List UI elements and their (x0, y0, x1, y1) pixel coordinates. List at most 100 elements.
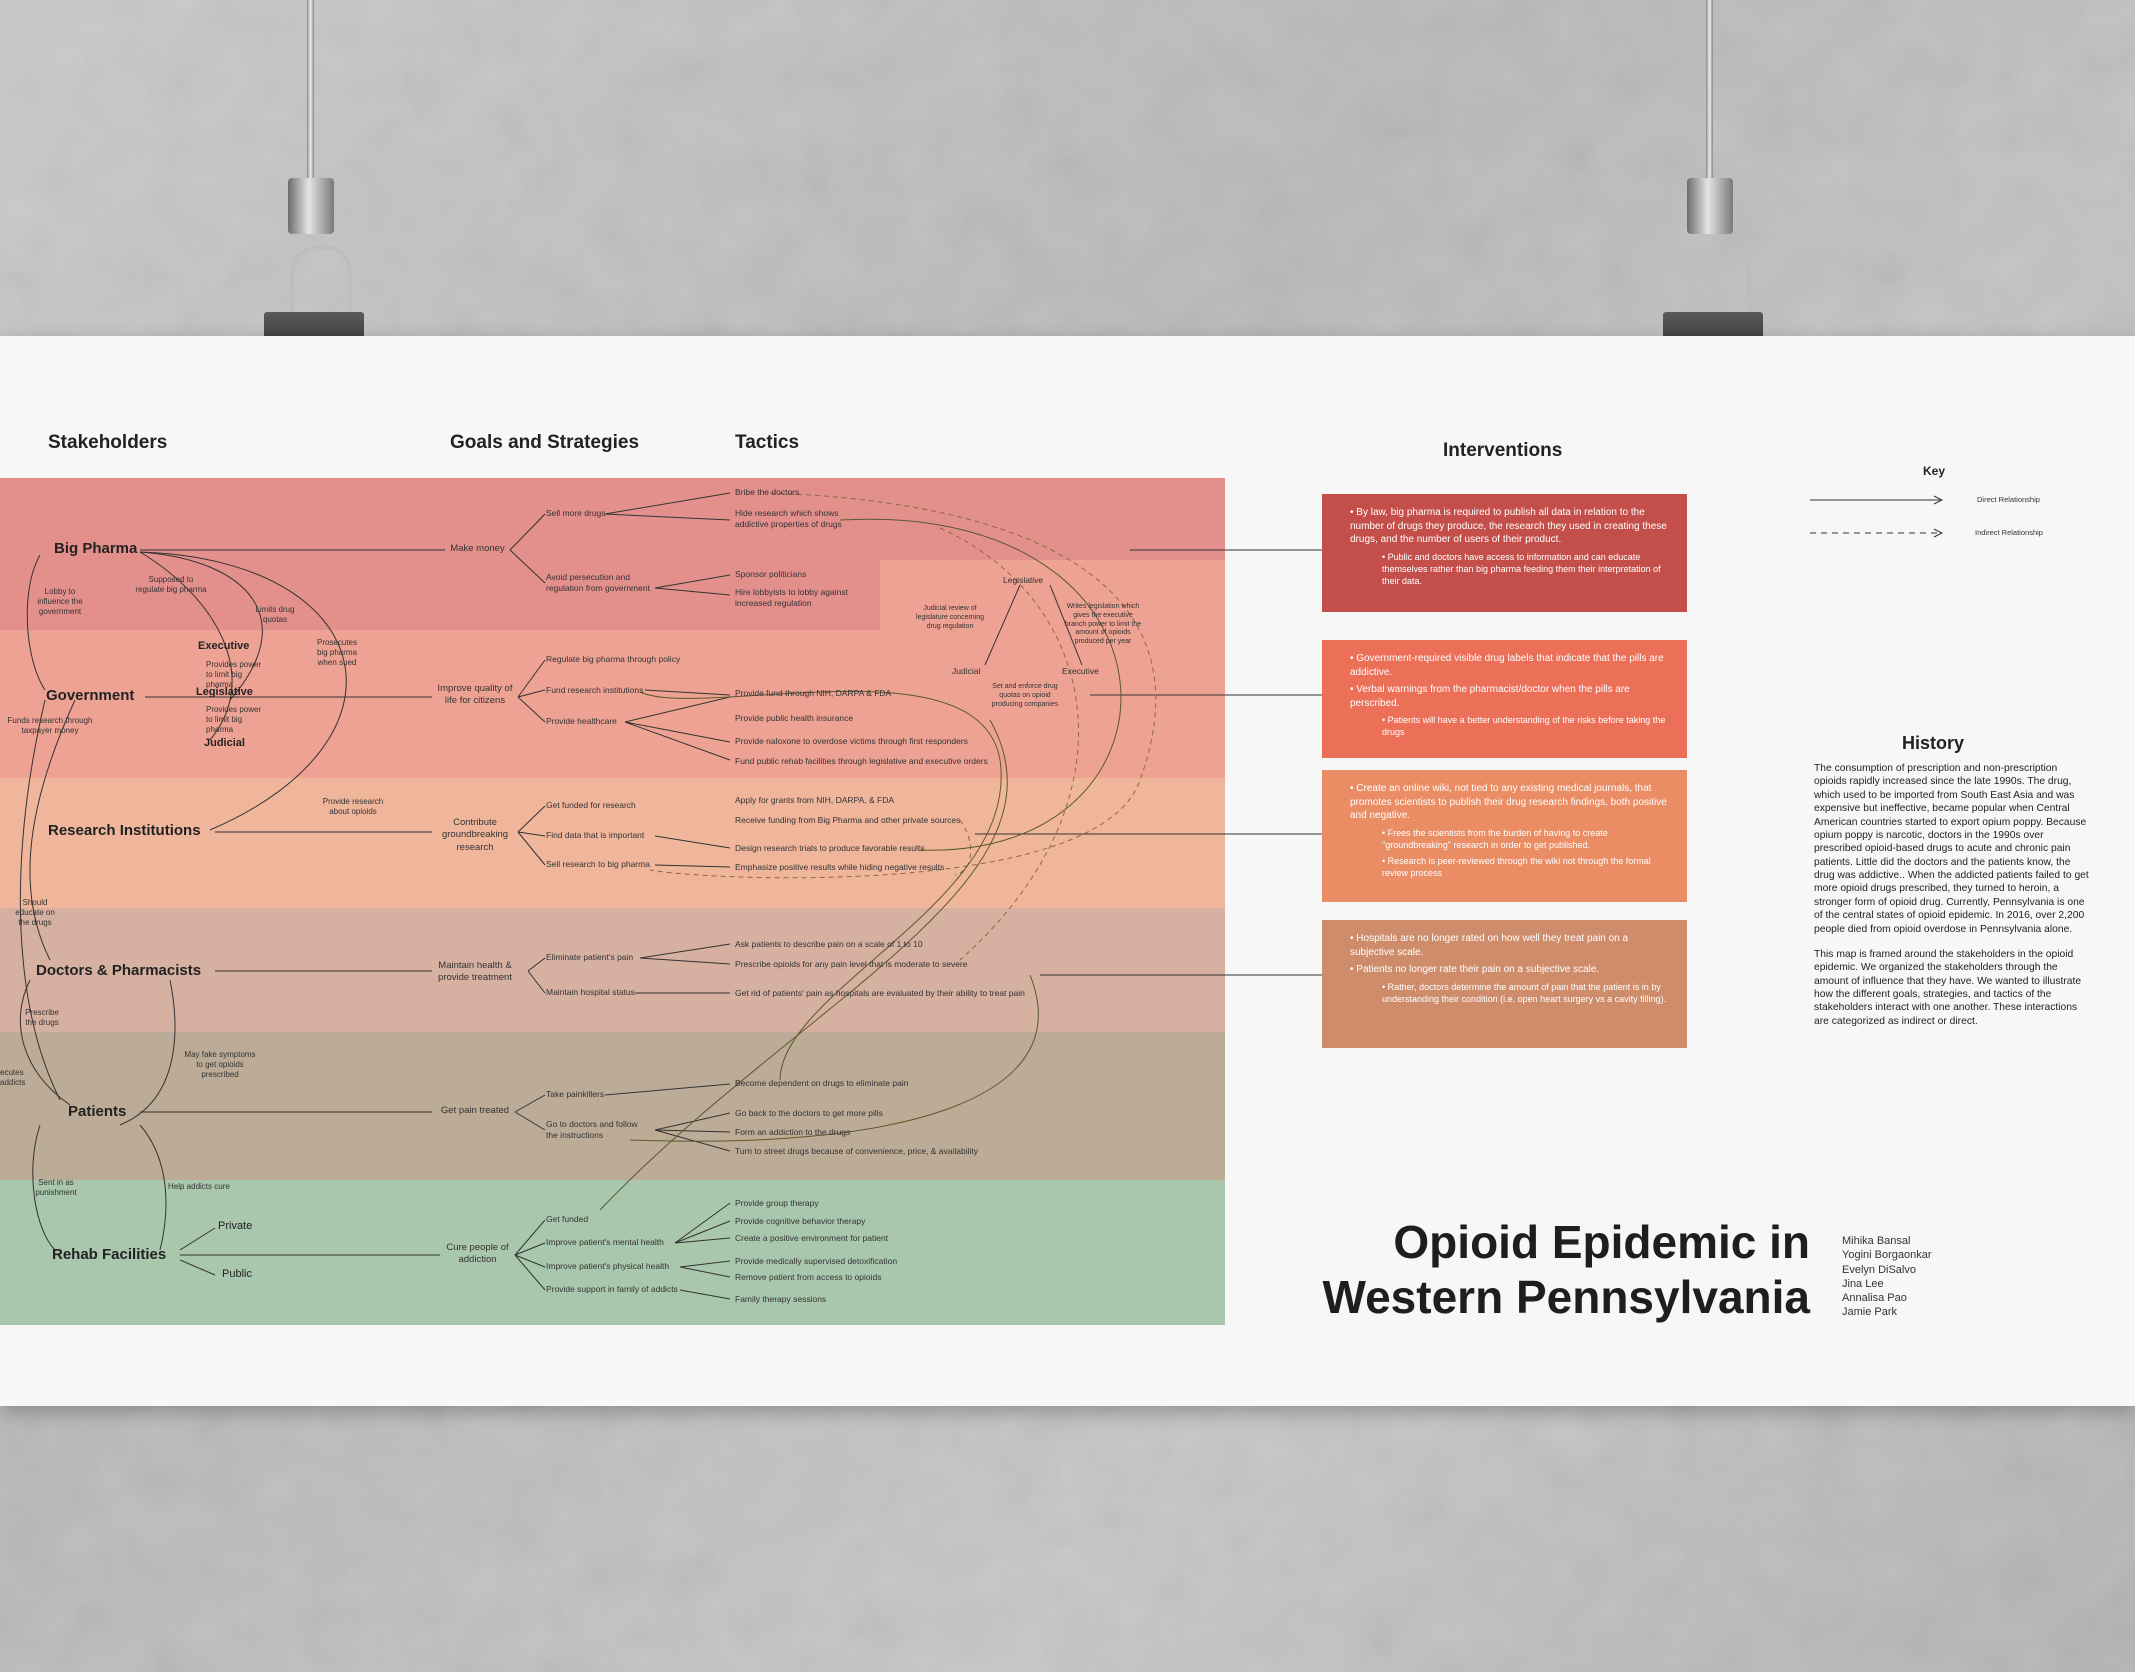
tactic-hire: Hire lobbyists to lobby against increase… (735, 587, 848, 609)
goal-contribute: Contribute groundbreaking research (441, 817, 509, 853)
intervention-3-sub-1: • Frees the scientists from the burden o… (1382, 827, 1608, 850)
relation-help-addicts: Help addicts cure (168, 1182, 230, 1191)
history-text: The consumption of prescription and non-… (1814, 762, 2092, 1040)
intervention-2-point-2: • Verbal warnings from the pharmacist/do… (1350, 684, 1630, 709)
relation-lobby: Lobby to influence the government (37, 587, 83, 616)
relation-power-executive: Provides power to limit big pharma (206, 660, 262, 689)
tactic-get-rid: Get rid of patients' pain as hospitals a… (735, 988, 1025, 998)
tactic-writes-legislation: Writes legislation which gives the execu… (1064, 603, 1142, 645)
goal-make-money: Make money (450, 543, 505, 554)
author: Jina Lee (1842, 1277, 1884, 1290)
intervention-box-4: • Hospitals are no longer rated on how w… (1322, 920, 1687, 1048)
intervention-1-point-1: • By law, big pharma is required to publ… (1350, 507, 1667, 545)
band-legislative-highlight (880, 560, 1225, 630)
tactic-detox: Provide medically supervised detoxificat… (735, 1256, 898, 1266)
goal-improve-quality: Improve quality of life for citizens (437, 683, 513, 707)
tactic-fund-rehab: Fund public rehab facilities through leg… (735, 756, 988, 766)
stakeholder-government: Government (46, 687, 135, 704)
relation-educate: Should educate on the drugs (15, 898, 55, 927)
goal-maintain-health: Maintain health & provide treatment (438, 960, 512, 984)
strategy-regulate: Regulate big pharma through policy (546, 654, 681, 664)
intervention-2-sub-1: • Patients will have a better understand… (1382, 715, 1666, 738)
intervention-box-3: • Create an online wiki, not tied to any… (1322, 770, 1687, 902)
history-header: History (1902, 733, 1965, 753)
relation-executes: ecutes addicts (0, 1068, 26, 1087)
strategy-avoid: Avoid persecution and regulation from go… (546, 572, 650, 594)
intervention-3-point-1: • Create an online wiki, not tied to any… (1350, 783, 1667, 821)
band-patients (0, 1032, 1225, 1180)
poster-title: Opioid Epidemic in Western Pennsylvania (1280, 1215, 1810, 1325)
tactic-emphasize: Emphasize positive results while hiding … (735, 862, 945, 872)
intervention-3-sub-2: • Research is peer-reviewed through the … (1382, 855, 1651, 878)
tactic-judicial-review: Judicial review of legislature concernin… (915, 605, 985, 630)
history-paragraph-1: The consumption of prescription and non-… (1814, 763, 2089, 935)
key-header: Key (1923, 464, 1946, 478)
tactic-set-quotas: Set and enforce drug quotas on opioid pr… (991, 683, 1059, 708)
tactic-provide-fund: Provide fund through NIH, DARPA & FDA (735, 688, 892, 698)
author: Yogini Borgaonkar (1842, 1249, 1932, 1262)
tactic-street-drugs: Turn to street drugs because of convenie… (735, 1146, 979, 1156)
tactic-design-trials: Design research trials to produce favora… (735, 843, 925, 853)
strategy-get-funded: Get funded (546, 1214, 589, 1224)
rehab-private: Private (218, 1220, 253, 1232)
tactic-positive-env: Create a positive environment for patien… (735, 1233, 889, 1243)
goal-pain-treated: Get pain treated (440, 1105, 510, 1116)
tactic-hide: Hide research which shows addictive prop… (735, 508, 842, 530)
tactic-group-therapy: Provide group therapy (735, 1198, 819, 1208)
key-direct: Direct Relationship (1977, 495, 2040, 504)
stakeholders-header: Stakeholders (48, 432, 168, 453)
strategy-mental: Improve patient's mental health (546, 1237, 664, 1247)
tactic-public-insurance: Provide public health insurance (735, 713, 854, 723)
band-doctors (0, 908, 1225, 1032)
tactic-prescribe-opioids: Prescribe opioids for any pain level tha… (735, 959, 968, 969)
stakeholder-big-pharma: Big Pharma (54, 540, 138, 557)
key-indirect: Indirect Relationship (1975, 528, 2043, 537)
author: Jamie Park (1842, 1306, 1898, 1319)
stakeholder-research: Research Institutions (48, 822, 201, 839)
relation-supposed: Supposed to regulate big pharma (135, 575, 207, 594)
tactic-receive-funding: Receive funding from Big Pharma and othe… (735, 815, 961, 825)
strategy-take-painkillers: Take painkillers (546, 1089, 605, 1099)
stakeholder-doctors: Doctors & Pharmacists (36, 962, 202, 979)
strategy-go-doctors: Go to doctors and follow the instruction… (546, 1119, 638, 1141)
authors-list: Mihika Bansal Yogini Borgaonkar Evelyn D… (1842, 1234, 1932, 1320)
branch-judicial: Judicial (204, 737, 245, 749)
strategy-fund-research: Fund research institutions (546, 685, 644, 695)
strategy-eliminate-pain: Eliminate patient's pain (546, 952, 634, 962)
tactic-remove-access: Remove patient from access to opioids (735, 1272, 882, 1282)
tactic-cbt: Provide cognitive behavior therapy (735, 1216, 866, 1226)
relation-sent-in: Sent in as punishment (35, 1178, 77, 1197)
intervention-box-1: • By law, big pharma is required to publ… (1322, 494, 1687, 612)
strategy-maintain-status: Maintain hospital status (546, 987, 635, 997)
tactic-sponsor: Sponsor politicians (735, 569, 807, 579)
relation-power-judicial: Provides power to limit big pharma (206, 705, 262, 734)
intervention-4-point-1: • Hospitals are no longer rated on how w… (1350, 933, 1629, 958)
tactics-header: Tactics (735, 432, 800, 453)
tactic-apply-grants: Apply for grants from NIH, DARPA, & FDA (735, 795, 895, 805)
history-paragraph-2: This map is framed around the stakeholde… (1814, 948, 2082, 1027)
band-rehab (0, 1180, 1225, 1325)
tactic-bribe: Bribe the doctors (735, 487, 800, 497)
relation-false-symptoms: May fake symptoms to get opioids prescri… (184, 1050, 256, 1079)
stakeholder-rehab: Rehab Facilities (52, 1246, 167, 1263)
tactic-ask-patients: Ask patients to describe pain on a scale… (735, 939, 923, 949)
intervention-box-2: • Government-required visible drug label… (1322, 640, 1687, 758)
strategy-physical: Improve patient's physical health (546, 1261, 670, 1271)
goals-header: Goals and Strategies (450, 432, 640, 453)
tactic-form-addiction: Form an addiction to the drugs (735, 1127, 851, 1137)
tactic-judicial: Judicial (952, 666, 981, 676)
title-line-1: Opioid Epidemic in (1393, 1216, 1810, 1268)
interventions-header: Interventions (1443, 440, 1563, 461)
strategy-find-data: Find data that is important (546, 830, 645, 840)
relation-prescribe: Prescribe the drugs (25, 1008, 59, 1027)
tactic-dependent: Become dependent on drugs to eliminate p… (735, 1078, 909, 1088)
branch-legislative: Legislative (196, 686, 253, 698)
tactic-executive: Executive (1062, 666, 1099, 676)
band-research (0, 778, 1225, 908)
relation-prosecutes: Prosecutes big pharma when sued (316, 638, 358, 667)
rehab-public: Public (222, 1268, 252, 1280)
relation-funds: Funds research through taxpayer money (7, 716, 93, 735)
strategy-sell-more: Sell more drugs (546, 508, 606, 518)
strategy-provide-healthcare: Provide healthcare (546, 716, 617, 726)
